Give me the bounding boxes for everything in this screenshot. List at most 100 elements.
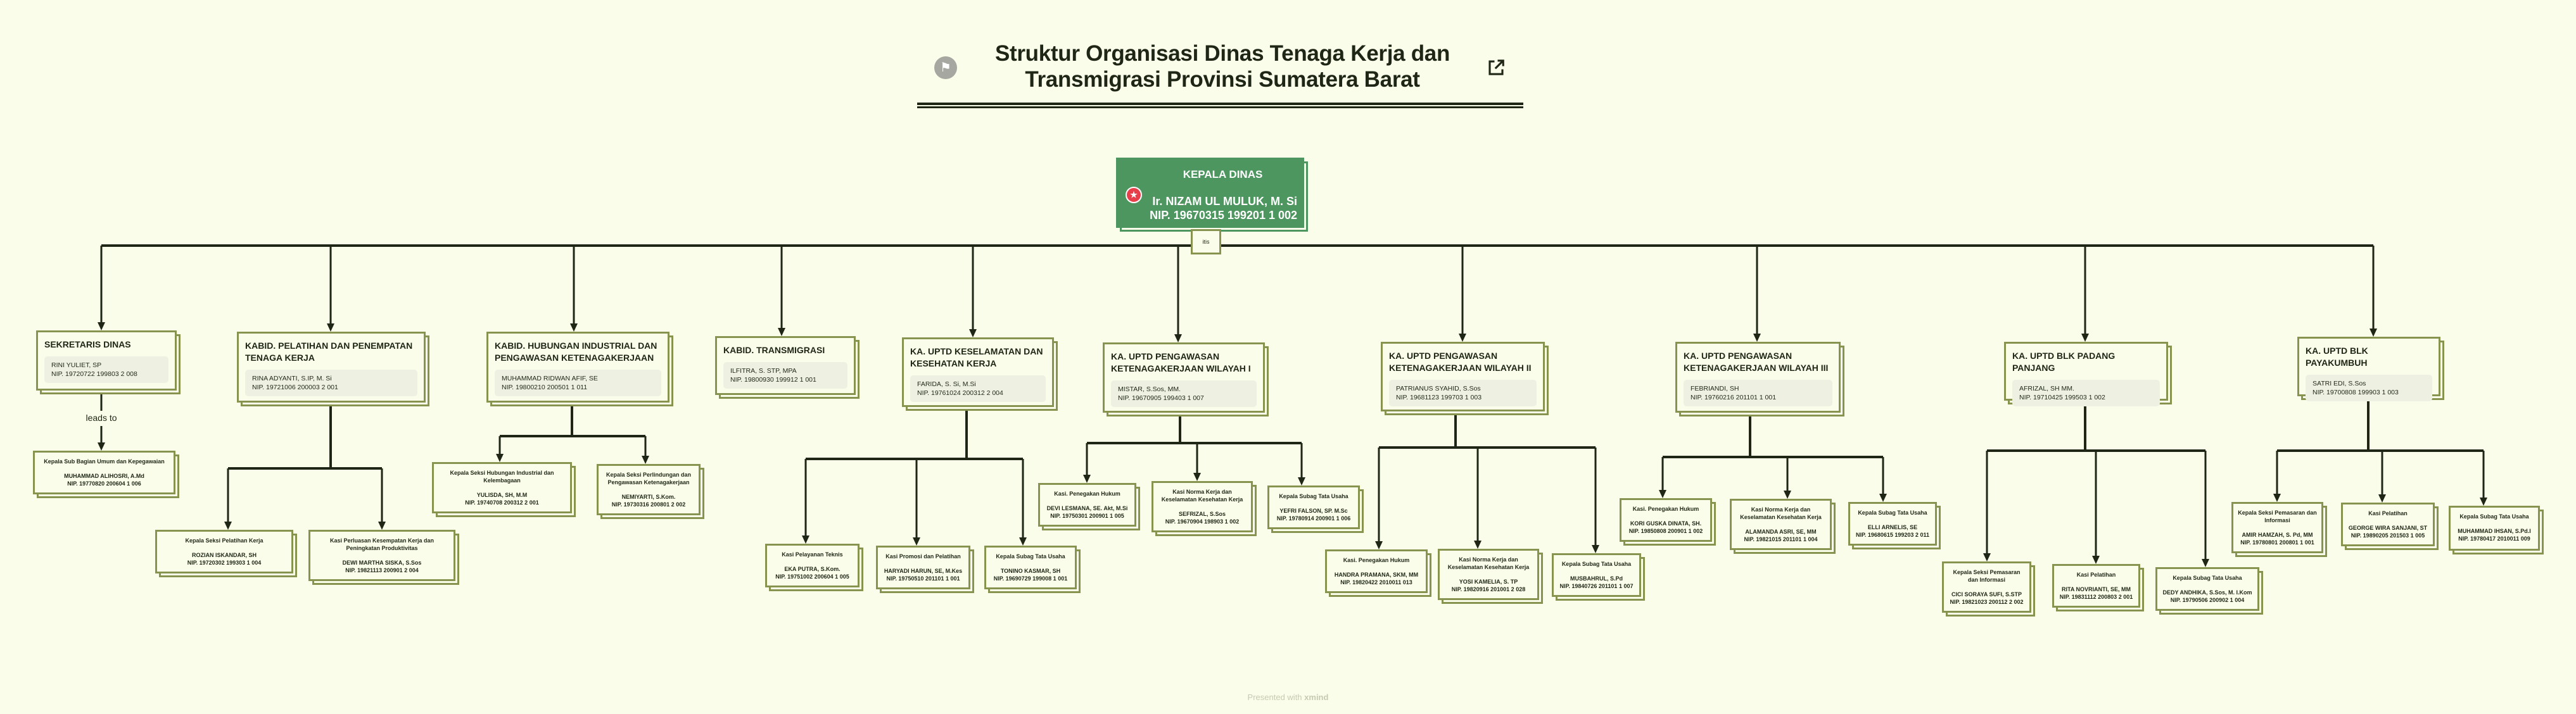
unit-title: KA. UPTD PENGAWASAN KETENAGAKERJAAN WILA… (1389, 351, 1532, 373)
arrow-head (378, 522, 386, 530)
sub-unit-box[interactable]: Kepala Seksi Hubungan Industrial dan Kel… (432, 462, 572, 513)
sub-unit-title: Kasi Promosi dan Pelatihan (885, 553, 961, 560)
arrow-head (1474, 541, 1482, 549)
external-link-icon[interactable] (1487, 58, 1506, 77)
sub-unit-name: GEORGE WIRA SANJANI, ST (2348, 525, 2428, 531)
sub-unit-title: Kasi. Penegakan Hukum (1343, 557, 1410, 563)
sub-unit-box[interactable]: Kasi Norma Kerja dan Keselamatan Kesehat… (1438, 549, 1539, 600)
collapsed-marker[interactable]: itis (1191, 229, 1221, 254)
unit-title: KA. UPTD BLK PAYAKUMBUH (2306, 346, 2368, 368)
sub-unit-name: EKA PUTRA, S.Kom. (784, 566, 841, 572)
sub-unit-title: Kasi. Penegakan Hukum (1632, 506, 1699, 512)
edge-label: leads to (86, 413, 117, 423)
sub-unit-nip: NIP. 19840726 201101 1 007 (1559, 583, 1634, 589)
unit-box[interactable]: KA. UPTD PENGAWASAN KETENAGAKERJAAN WILA… (1103, 342, 1265, 413)
sub-unit-nip: NIP. 19770820 200604 1 006 (67, 480, 141, 487)
arrow-head (2081, 334, 2089, 342)
sub-unit-name: YEFRI FALSON, SP. M.Sc (1279, 508, 1348, 514)
unit-box[interactable]: KA. UPTD KESELAMATAN DAN KESEHATAN KERJA… (902, 337, 1054, 407)
sub-unit-name: DEVI LESMANA, SE. Akt, M.Si (1046, 505, 1128, 511)
unit-holder-nip: NIP. 19710425 199503 1 002 (2019, 394, 2105, 401)
unit-holder-name: RINI YULIET, SP (51, 361, 102, 369)
unit-holder-nip: NIP. 19800930 199912 1 001 (730, 376, 816, 384)
arrow-head (327, 323, 334, 332)
sub-unit-name: MUHAMMAD ALIHOSRI, A.Md (64, 473, 144, 479)
sub-unit-name: KORI GUSKA DINATA, SH. (1630, 520, 1702, 527)
arrow-head (778, 328, 785, 336)
sub-unit-title: Kepala Seksi Hubungan Industrial dan Kel… (450, 470, 554, 484)
unit-holder-nip: NIP. 19720722 199803 2 008 (51, 370, 137, 378)
arrow-head (2273, 494, 2281, 502)
sub-unit-name: NEMIYARTI, S.Kom. (621, 494, 676, 500)
unit-holder-name: PATRIANUS SYAHID, S.Sos (1396, 385, 1481, 392)
sub-unit-nip: NIP. 19821015 201101 1 004 (1744, 536, 1818, 542)
sub-unit-nip: NIP. 19820916 201001 2 028 (1451, 586, 1526, 592)
sub-unit-title: Kepala Subag Tata Usaha (1561, 561, 1632, 567)
arrow-head (802, 536, 809, 544)
sub-unit-nip: NIP. 19690729 199008 1 001 (993, 575, 1068, 582)
unit-box[interactable]: KABID. HUBUNGAN INDUSTRIAL DAN PENGAWASA… (486, 332, 669, 403)
title-line-1: Struktur Organisasi Dinas Tenaga Kerja d… (994, 41, 1450, 66)
sub-unit-title: Kasi Pelayanan Teknis (782, 551, 843, 558)
arrow-head (1753, 334, 1761, 342)
flag-icon[interactable]: ⚑ (934, 56, 957, 79)
unit-title: KABID. PELATIHAN DAN PENEMPATAN TENAGA K… (245, 341, 413, 363)
arrow-head (570, 323, 578, 332)
root-name: Ir. NIZAM UL MULUK, M. Si (1152, 195, 1297, 208)
footer-prefix: Presented with (1247, 692, 1305, 702)
arrow-head (2480, 498, 2487, 506)
root-node-kepala-dinas[interactable]: ★ KEPALA DINAS Ir. NIZAM UL MULUK, M. Si… (1116, 158, 1304, 228)
arrow-head (1592, 545, 1599, 553)
arrow-head (1193, 473, 1201, 481)
sub-unit-box[interactable]: Kepala Seksi Perlindungan dan Pengawasan… (597, 464, 701, 515)
sub-unit-nip: NIP. 19740708 200312 2 001 (465, 499, 539, 506)
unit-box[interactable]: KA. UPTD PENGAWASAN KETENAGAKERJAAN WILA… (1675, 342, 1841, 413)
arrow-head (969, 329, 977, 337)
unit-box[interactable]: KA. UPTD PENGAWASAN KETENAGAKERJAAN WILA… (1381, 342, 1545, 411)
sub-unit-box[interactable]: Kasi Norma Kerja dan Keselamatan Kesehat… (1152, 481, 1253, 532)
unit-title: SEKRETARIS DINAS (44, 339, 131, 349)
sub-unit-box[interactable]: Kasi Norma Kerja dan Keselamatan Kesehat… (1730, 499, 1832, 550)
sub-unit-name: RITA NOVRIANTI, SE, MM (2062, 586, 2131, 592)
unit-holder-nip: NIP. 19760216 201101 1 001 (1691, 394, 1777, 401)
unit-holder-nip: NIP. 19670905 199403 1 007 (1118, 394, 1204, 402)
sub-unit-name: YULISDA, SH, M.M (476, 492, 528, 498)
unit-holder-panel: MISTAR, S.Sos, MM.NIP. 19670905 199403 1… (1111, 380, 1257, 407)
sub-unit-box[interactable]: Kasi Perluasan Kesempatan Kerja dan Peni… (308, 530, 455, 581)
arrow-head (642, 456, 649, 464)
arrow-head (224, 522, 232, 530)
unit-title: KA. UPTD KESELAMATAN DAN KESEHATAN KERJA (910, 346, 1043, 368)
sub-unit-title: Kepala Subag Tata Usaha (2459, 513, 2529, 520)
sub-unit-nip: NIP. 19890205 201503 1 005 (2351, 532, 2425, 539)
unit-holder-name: MISTAR, S.Sos, MM. (1118, 385, 1181, 393)
sub-unit-title: Kasi Pelatihan (2368, 510, 2408, 517)
arrow-head (1298, 477, 1305, 485)
unit-box[interactable]: KABID. PELATIHAN DAN PENEMPATAN TENAGA K… (237, 332, 426, 403)
unit-holder-nip: NIP. 19721006 200003 2 001 (252, 384, 338, 391)
sub-unit-name: MUSBAHRUL, S.Pd (1570, 575, 1623, 582)
